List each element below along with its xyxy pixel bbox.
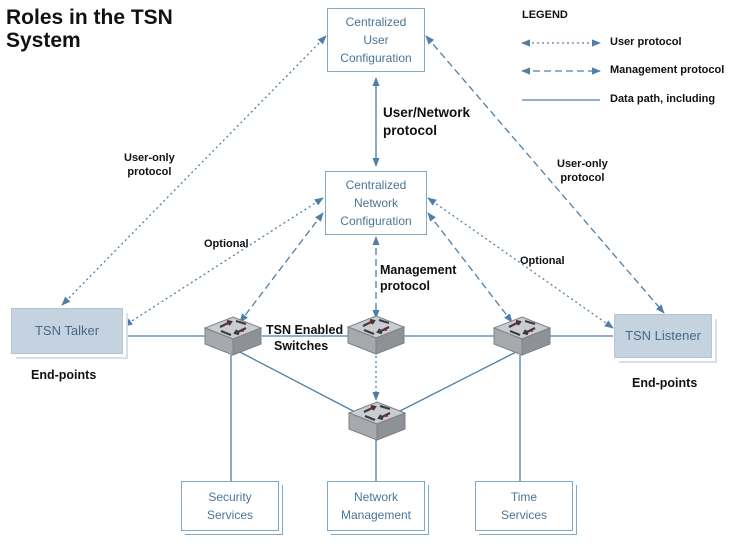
- datapath-switch-left-switch-bottom: [235, 349, 356, 413]
- management-protocol-label: Management protocol: [380, 262, 456, 294]
- tsn-enabled-switches-label: TSN Enabled Switches: [266, 322, 343, 354]
- user-network-protocol-label: User/Network protocol: [383, 104, 470, 140]
- optional-right-label: Optional: [520, 255, 565, 267]
- switch-left-icon: [203, 316, 263, 356]
- time-services-box: Time Services: [475, 481, 573, 531]
- endpoints-left-label: End-points: [31, 368, 97, 382]
- cnc-line-3: Configuration: [340, 214, 412, 228]
- network-management-box: Network Management: [327, 481, 425, 531]
- centralized-network-configuration-box: Centralized Network Configuration: [325, 171, 427, 235]
- user-only-right-line-1: User-only: [557, 158, 608, 170]
- netmgmt-line-2: Management: [340, 508, 412, 522]
- user-only-protocol-left-arrow: [61, 35, 327, 306]
- management-protocol-line-2: protocol: [380, 279, 430, 293]
- user-only-right-line-2: protocol: [560, 172, 605, 184]
- management-switch-left-arrow: [239, 212, 324, 323]
- user-only-protocol-left-label: User-only protocol: [124, 151, 175, 179]
- security-line-2: Services: [206, 508, 253, 522]
- cuc-line-2: User: [363, 33, 389, 47]
- optional-left-label: Optional: [204, 238, 249, 250]
- switch-bottom-icon: [347, 401, 407, 441]
- tsn-listener-box: TSN Listener: [614, 314, 712, 358]
- security-services-box: Security Services: [181, 481, 279, 531]
- switch-center-icon: [346, 315, 406, 355]
- tsn-switches-line-2: Switches: [274, 339, 329, 353]
- management-switch-right-arrow: [427, 212, 513, 323]
- switch-right-icon: [492, 316, 552, 356]
- cnc-line-2: Network: [353, 196, 398, 210]
- centralized-user-configuration-box: Centralized User Configuration: [327, 8, 425, 72]
- cnc-line-1: Centralized: [345, 178, 407, 192]
- time-line-2: Services: [500, 508, 547, 522]
- user-network-protocol-line-1: User/Network: [383, 105, 471, 120]
- endpoints-right-label: End-points: [632, 376, 698, 390]
- datapath-switch-right-switch-bottom: [397, 349, 521, 413]
- time-line-1: Time: [510, 490, 538, 504]
- user-only-left-line-1: User-only: [124, 152, 175, 164]
- security-line-1: Security: [208, 490, 252, 504]
- optional-talker-arrow: [123, 197, 324, 327]
- legend-label-user-protocol: User protocol: [610, 36, 682, 48]
- management-protocol-line-1: Management: [380, 263, 457, 277]
- diagram-title: Roles in the TSN System: [6, 6, 206, 52]
- tsn-talker-box: TSN Talker: [11, 308, 123, 354]
- title-line-2: System: [6, 29, 81, 52]
- legend-title: LEGEND: [522, 9, 568, 21]
- user-only-protocol-right-arrow: [425, 35, 665, 314]
- user-network-protocol-line-2: protocol: [383, 123, 437, 138]
- cuc-line-3: Configuration: [340, 51, 412, 65]
- legend-label-management-protocol: Management protocol: [610, 64, 725, 76]
- netmgmt-line-1: Network: [353, 490, 398, 504]
- title-line-1: Roles in the TSN: [6, 6, 173, 29]
- tsn-switches-line-1: TSN Enabled: [266, 323, 344, 337]
- tsn-listener-label: TSN Listener: [625, 328, 701, 343]
- user-only-protocol-right-label: User-only protocol: [557, 157, 608, 185]
- legend-label-data-path: Data path, including: [610, 93, 716, 105]
- tsn-talker-label: TSN Talker: [34, 323, 100, 338]
- user-only-left-line-2: protocol: [127, 166, 172, 178]
- cuc-line-1: Centralized: [345, 15, 407, 29]
